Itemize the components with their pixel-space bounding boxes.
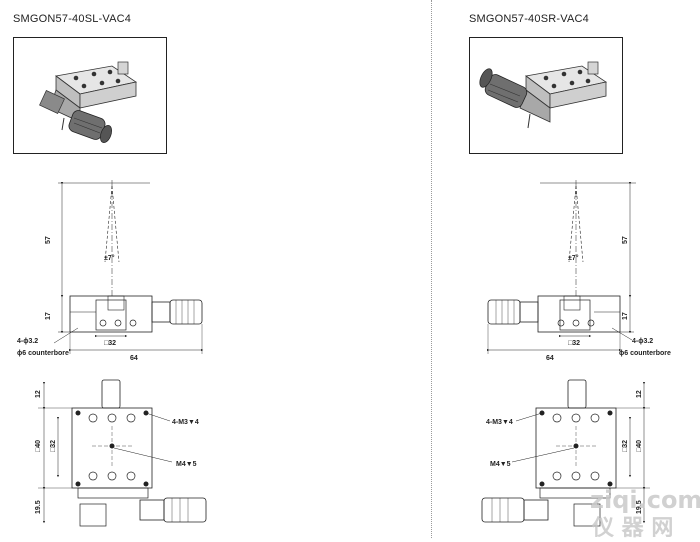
left-stage-illustration	[39, 61, 138, 143]
left-bottom-19-5: 19.5	[35, 500, 42, 514]
left-square-40: □40	[35, 440, 42, 452]
right-side-view	[486, 180, 636, 354]
left-side-view	[53, 180, 204, 354]
left-counterbore-label: ϕ6 counterbore	[17, 350, 69, 357]
center-divider	[431, 0, 432, 538]
right-holes-label: 4-ϕ3.2	[632, 338, 653, 345]
left-holes-label: 4-ϕ3.2	[17, 338, 38, 345]
right-m3-label: 4-M3▼4	[486, 419, 513, 426]
left-top-view	[38, 379, 207, 527]
right-stage-height-17: 17	[622, 312, 629, 320]
right-square-32-top: □32	[622, 440, 629, 452]
right-square-32: □32	[568, 340, 580, 347]
right-bottom-19-5: 19.5	[636, 500, 643, 514]
left-m3-label: 4-M3▼4	[172, 419, 199, 426]
left-top-offset-12: 12	[35, 390, 42, 398]
left-angle-label: ±7°	[104, 254, 115, 262]
watermark-domain: ziqi.com	[590, 486, 700, 514]
right-counterbore-label: ϕ6 counterbore	[619, 350, 671, 357]
right-top-view	[481, 379, 650, 527]
right-stage-illustration	[479, 61, 608, 129]
watermark-chinese: 仪 器 网	[592, 516, 674, 541]
right-product-title: SMGON57-40SR-VAC4	[469, 13, 589, 25]
right-square-40: □40	[636, 440, 643, 452]
left-m4-label: M4▼5	[176, 461, 197, 468]
left-square-32: □32	[104, 340, 116, 347]
right-top-offset-12: 12	[636, 390, 643, 398]
right-height-57: 57	[622, 236, 629, 244]
left-product-image	[13, 37, 167, 154]
left-width-64: 64	[130, 355, 138, 362]
left-height-57: 57	[45, 236, 52, 244]
right-m4-label: M4▼5	[490, 461, 511, 468]
right-angle-label: ±7°	[568, 254, 579, 262]
right-width-64: 64	[546, 355, 554, 362]
left-product-title: SMGON57-40SL-VAC4	[13, 13, 132, 25]
right-product-image	[469, 37, 623, 154]
left-stage-height-17: 17	[45, 312, 52, 320]
left-square-32-top: □32	[50, 440, 57, 452]
